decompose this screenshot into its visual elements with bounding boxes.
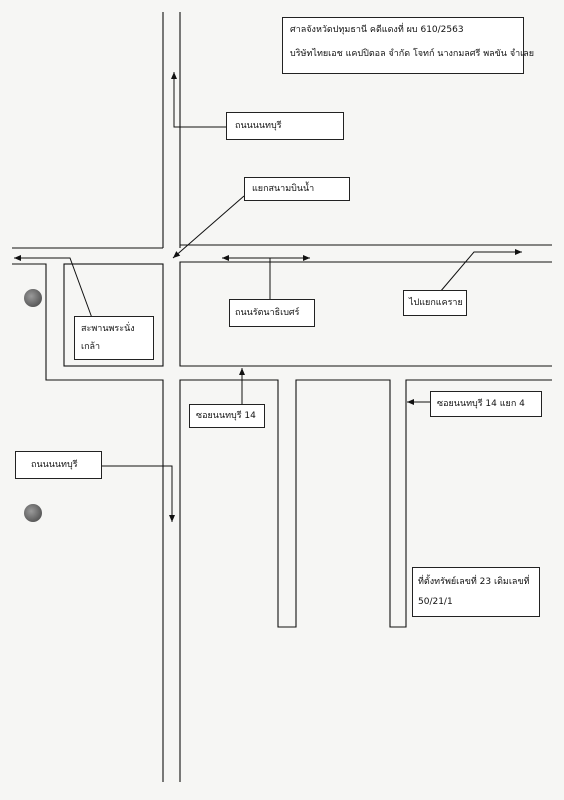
arrow-to-junction: [172, 195, 245, 259]
median-block-east: [179, 261, 552, 367]
arrow-to-khae-rai: [439, 249, 522, 293]
label-soi-14: ซอยนนทบุรี 14: [189, 404, 265, 428]
road-top-south-edge-west: [12, 263, 164, 782]
arrow-north-nonthaburi: [171, 72, 226, 128]
label-bridge: สะพานพระนั่ง เกล้า: [74, 316, 154, 360]
label-road-nonthaburi-left: ถนนนนทบุรี: [15, 451, 102, 479]
label-to-khae-rai: ไปแยกแคราย: [403, 290, 467, 316]
punch-hole-top: [24, 289, 42, 307]
label-road-nonthaburi-top: ถนนนนทบุรี: [226, 112, 344, 140]
arrow-bridge-west: [14, 255, 93, 319]
road-top-south-edge-east: [179, 379, 552, 782]
label-road-rattanathibet: ถนนรัตนาธิเบศร์: [229, 299, 315, 327]
punch-hole-bottom: [24, 504, 42, 522]
case-parties: บริษัทไทยเอช แคปปิตอล จำกัด โจทก์ นางกมล…: [290, 49, 535, 59]
label-soi-14-4: ซอยนนทบุรี 14 แยก 4: [430, 391, 542, 417]
label-property-location: ที่ตั้งทรัพย์เลขที่ 23 เดิมเลขที่ 50/21/…: [412, 567, 540, 617]
court-case-number: ศาลจังหวัดปทุมธานี คดีแดงที่ ผบ 610/2563: [290, 25, 464, 35]
label-junction: แยกสนามบินน้ำ: [244, 177, 350, 201]
arrow-south-nonthaburi: [102, 465, 175, 522]
median-block-west: [63, 263, 164, 367]
case-header-box: ศาลจังหวัดปทุมธานี คดีแดงที่ ผบ 610/2563…: [282, 17, 535, 74]
